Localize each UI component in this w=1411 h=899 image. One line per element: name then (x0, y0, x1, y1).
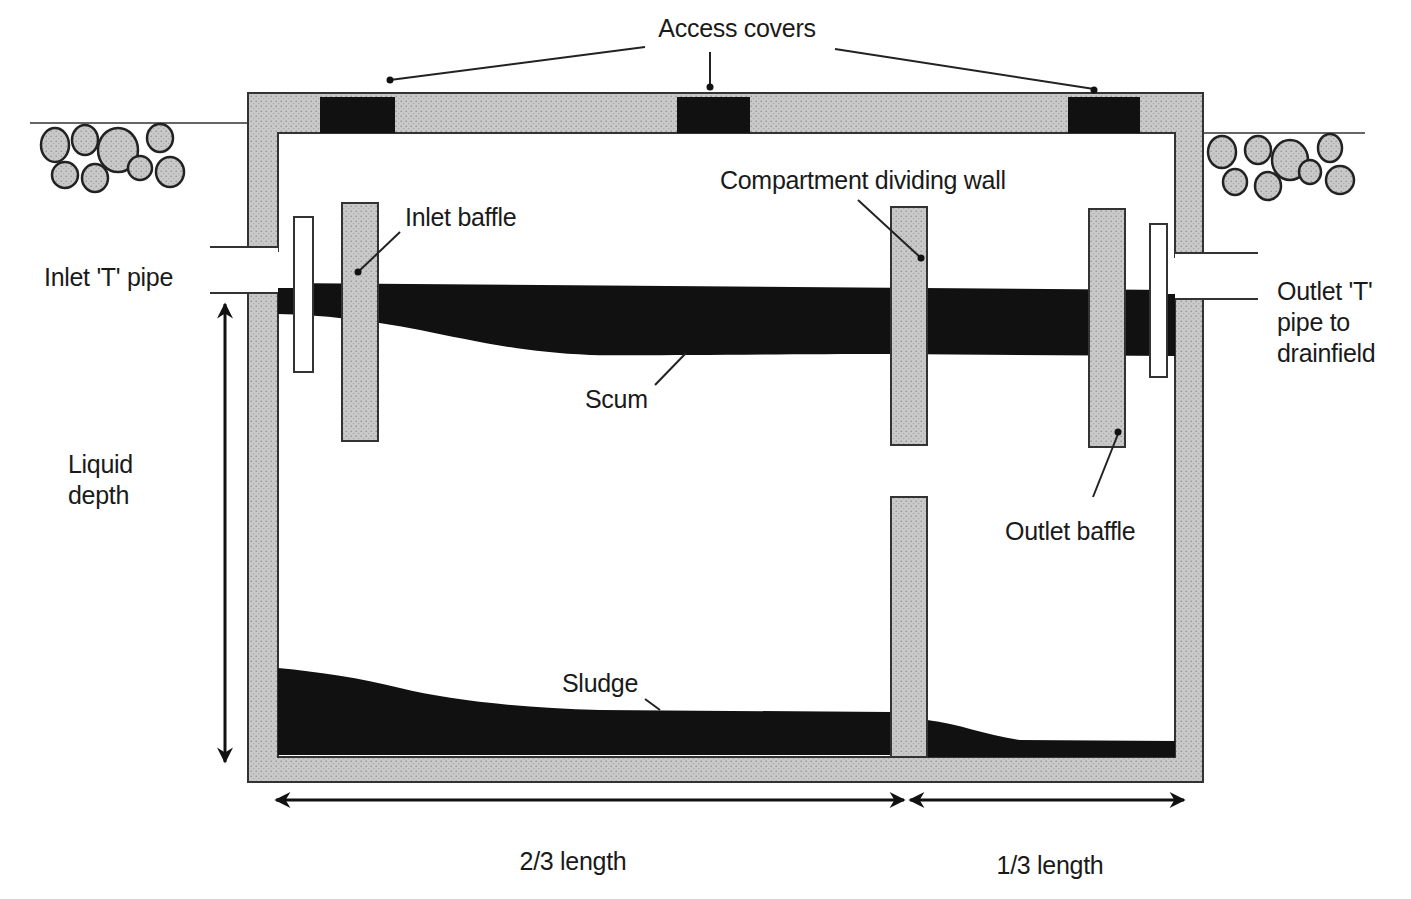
callout-label: Scum (585, 384, 648, 415)
access-cover (320, 97, 1140, 133)
dimension-label: Liquid depth (68, 449, 158, 511)
dimension-arrow (225, 304, 1184, 800)
callout-label: Access covers (658, 13, 815, 44)
dimension-label: 1/3 length (997, 850, 1104, 881)
callout-label: Outlet baffle (1005, 516, 1135, 547)
dividing-wall (891, 207, 927, 445)
sludge (278, 668, 891, 755)
inlet-baffle (342, 203, 378, 441)
callout-label: Outlet 'T' pipe to drainfield (1277, 276, 1402, 369)
outlet-pipe (1150, 224, 1258, 377)
leader-line (358, 47, 1118, 710)
tank-wall (248, 93, 1203, 782)
dividing-wall (891, 497, 927, 757)
outlet-baffle (1089, 209, 1125, 447)
callout-label: Inlet baffle (405, 202, 516, 233)
callout-label: Sludge (562, 668, 638, 699)
callout-label: Compartment dividing wall (720, 165, 1006, 196)
scum (278, 283, 1175, 356)
gravel (41, 124, 1354, 200)
leader-dot (355, 77, 1122, 436)
callout-label: Inlet 'T' pipe (44, 262, 173, 293)
sludge (927, 720, 1175, 757)
dimension-label: 2/3 length (520, 846, 627, 877)
